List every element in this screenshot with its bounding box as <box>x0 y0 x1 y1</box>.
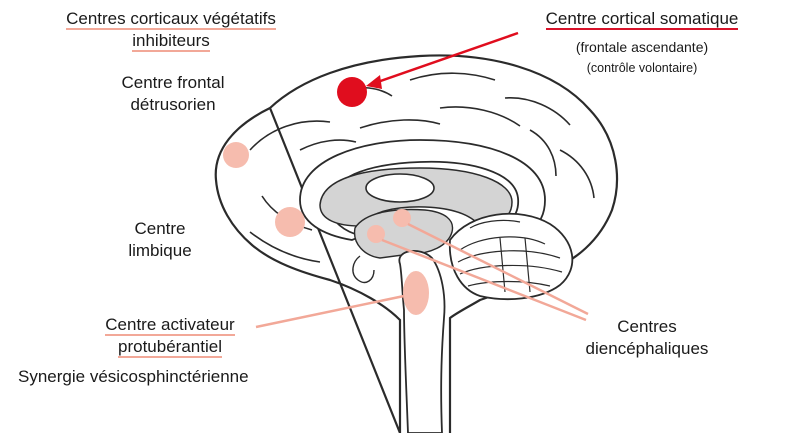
limbic-line1: Centre <box>134 219 185 238</box>
limbic-label: Centre limbique <box>120 218 200 262</box>
diencephalic-line1: Centres <box>617 317 677 336</box>
diencephalic-line2: diencéphaliques <box>586 339 709 358</box>
inhibitory-centres-line1: Centres corticaux végétatifs <box>66 9 276 30</box>
inhibitory-centres-line2: inhibiteurs <box>132 31 210 52</box>
somatic-centre-title: Centre cortical somatique <box>546 9 739 30</box>
somatic-centre-label: Centre cortical somatique <box>508 8 776 30</box>
limbic-line2: limbique <box>128 241 191 260</box>
pontine-activator-label: Centre activateur protubérantiel <box>70 314 270 358</box>
somatic-centre-sub: (frontale ascendante) <box>508 38 776 56</box>
somatic-centre-note: (contrôle volontaire) <box>508 60 776 76</box>
pontine-activator-line1: Centre activateur <box>105 315 234 336</box>
pontine-activator-centre <box>403 271 429 315</box>
somatic-cortical-centre <box>337 77 367 107</box>
limbic-centre <box>275 207 305 237</box>
frontal-detrusor-line1: Centre frontal <box>122 73 225 92</box>
cerebellum <box>450 214 573 299</box>
diencephalic-centres-label: Centres diencéphaliques <box>552 316 742 360</box>
frontal-detrusor-centre <box>223 142 249 168</box>
frontal-detrusor-line2: détrusorien <box>130 95 215 114</box>
frontal-detrusor-label: Centre frontal détrusorien <box>98 72 248 116</box>
inhibitory-centres-label: Centres corticaux végétatifs inhibiteurs <box>30 8 312 52</box>
ventricle <box>366 174 434 202</box>
synergy-label: Synergie vésicosphinctérienne <box>18 366 249 388</box>
pontine-activator-line2: protubérantiel <box>118 337 222 358</box>
